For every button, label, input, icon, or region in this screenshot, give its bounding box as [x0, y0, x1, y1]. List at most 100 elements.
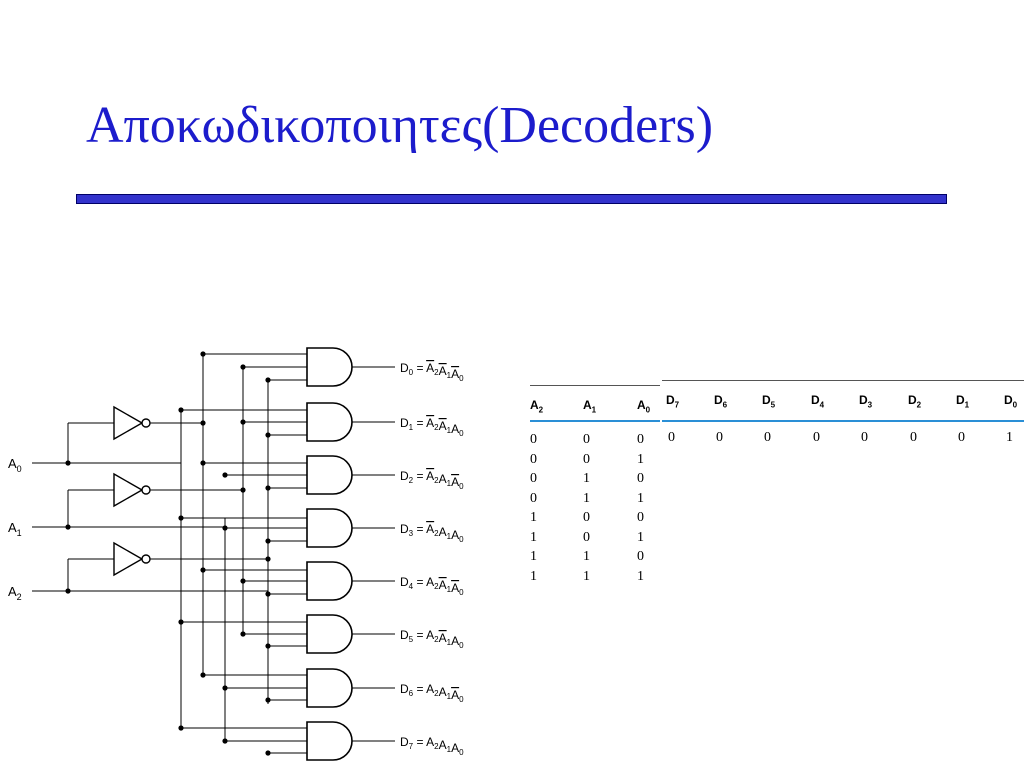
output-header-d1: D1: [956, 393, 970, 410]
output-label-d3: D3 = A2A1A0: [400, 522, 464, 544]
output-cell: 0: [716, 430, 723, 445]
and-gate: [306, 508, 353, 548]
inverter-bubble: [141, 418, 151, 428]
inverter-bubble: [141, 554, 151, 564]
junction-dot: [240, 631, 246, 637]
output-cell: 1: [1006, 430, 1013, 445]
junction-dot: [222, 685, 228, 691]
junction-dot: [178, 725, 184, 731]
table-top-rule: [530, 385, 660, 386]
junction-dot: [240, 364, 246, 370]
output-cell: 0: [958, 430, 965, 445]
output-label-d1: D1 = A2A1A0: [400, 416, 464, 438]
input-cell: 0: [583, 451, 590, 467]
input-cell: 1: [530, 568, 537, 584]
junction-dot: [200, 460, 206, 466]
input-cell: 0: [530, 432, 537, 447]
input-cell: 1: [637, 451, 644, 467]
junction-dot: [222, 738, 228, 744]
junction-dot: [265, 643, 271, 649]
junction-dot: [65, 588, 71, 594]
and-gate: [306, 402, 353, 442]
output-header-d2: D2: [908, 393, 922, 410]
junction-dot: [200, 567, 206, 573]
input-cell: 1: [583, 471, 590, 486]
output-header-d7: D7: [666, 393, 680, 410]
table-header-rule: [530, 420, 660, 422]
junction-dot: [178, 515, 184, 521]
junction-dot: [200, 420, 206, 426]
junction-dot: [200, 672, 206, 678]
inverter-gate: [113, 472, 144, 508]
output-cell: 0: [813, 430, 820, 445]
output-label-d7: D7 = A2A1A0: [400, 735, 464, 757]
inverter-gate: [113, 541, 144, 577]
output-label-d6: D6 = A2A1A0: [400, 682, 464, 704]
junction-dot: [265, 697, 271, 703]
input-cell: 0: [530, 490, 537, 506]
junction-dot: [222, 525, 228, 531]
input-cell: 1: [530, 529, 537, 545]
junction-dot: [240, 487, 246, 493]
title-divider: [76, 194, 947, 204]
input-cell: 0: [530, 451, 537, 467]
input-cell: 0: [637, 471, 644, 486]
input-cell: 0: [530, 471, 537, 486]
and-gate: [306, 455, 353, 495]
output-cell: 0: [764, 430, 771, 445]
junction-dot: [240, 419, 246, 425]
output-header-d6: D6: [714, 393, 728, 410]
and-gate: [306, 668, 353, 708]
input-header-a2: A2: [530, 398, 544, 415]
output-label-d5: D5 = A2A1A0: [400, 628, 464, 650]
junction-dot: [265, 538, 271, 544]
and-gate: [306, 561, 353, 601]
input-label-A2: A2: [8, 584, 22, 602]
input-header-a0: A0: [637, 398, 651, 415]
input-cell: 0: [637, 549, 644, 564]
junction-dot: [265, 432, 271, 438]
input-cell: 1: [530, 510, 537, 525]
output-header-d5: D5: [762, 393, 776, 410]
input-cell: 0: [637, 432, 644, 447]
output-cell: 0: [861, 430, 868, 445]
junction-dot: [265, 556, 271, 562]
input-cell: 0: [583, 529, 590, 545]
inverter-bubble: [141, 485, 151, 495]
junction-dot: [265, 591, 271, 597]
input-label-A1: A1: [8, 520, 22, 538]
junction-dot: [240, 578, 246, 584]
input-cell: 0: [583, 432, 590, 447]
input-cell: 1: [637, 568, 644, 584]
output-cell: 0: [910, 430, 917, 445]
junction-dot: [65, 524, 71, 530]
input-cell: 1: [637, 490, 644, 506]
junction-dot: [178, 407, 184, 413]
and-gate: [306, 721, 353, 761]
output-label-d2: D2 = A2A1A0: [400, 469, 464, 491]
junction-dot: [200, 351, 206, 357]
output-header-d3: D3: [859, 393, 873, 410]
input-cell: 1: [530, 549, 537, 564]
and-gate: [306, 347, 353, 387]
junction-dot: [65, 460, 71, 466]
output-header-d4: D4: [811, 393, 825, 410]
inverter-gate: [113, 405, 144, 441]
input-cell: 1: [583, 490, 590, 506]
output-label-d4: D4 = A2A1A0: [400, 575, 464, 597]
input-header-a1: A1: [583, 398, 597, 415]
input-cell: 0: [637, 510, 644, 525]
output-label-d0: D0 = A2A1A0: [400, 361, 464, 383]
junction-dot: [265, 485, 271, 491]
and-gate: [306, 614, 353, 654]
junction-dot: [222, 472, 228, 478]
input-cell: 1: [583, 549, 590, 564]
output-cell: 0: [668, 430, 675, 445]
output-header-d0: D0: [1004, 393, 1018, 410]
junction-dot: [265, 750, 271, 756]
output-top-rule: [662, 380, 1024, 381]
input-label-A0: A0: [8, 456, 22, 474]
input-cell: 1: [583, 568, 590, 584]
input-cell: 1: [637, 529, 644, 545]
